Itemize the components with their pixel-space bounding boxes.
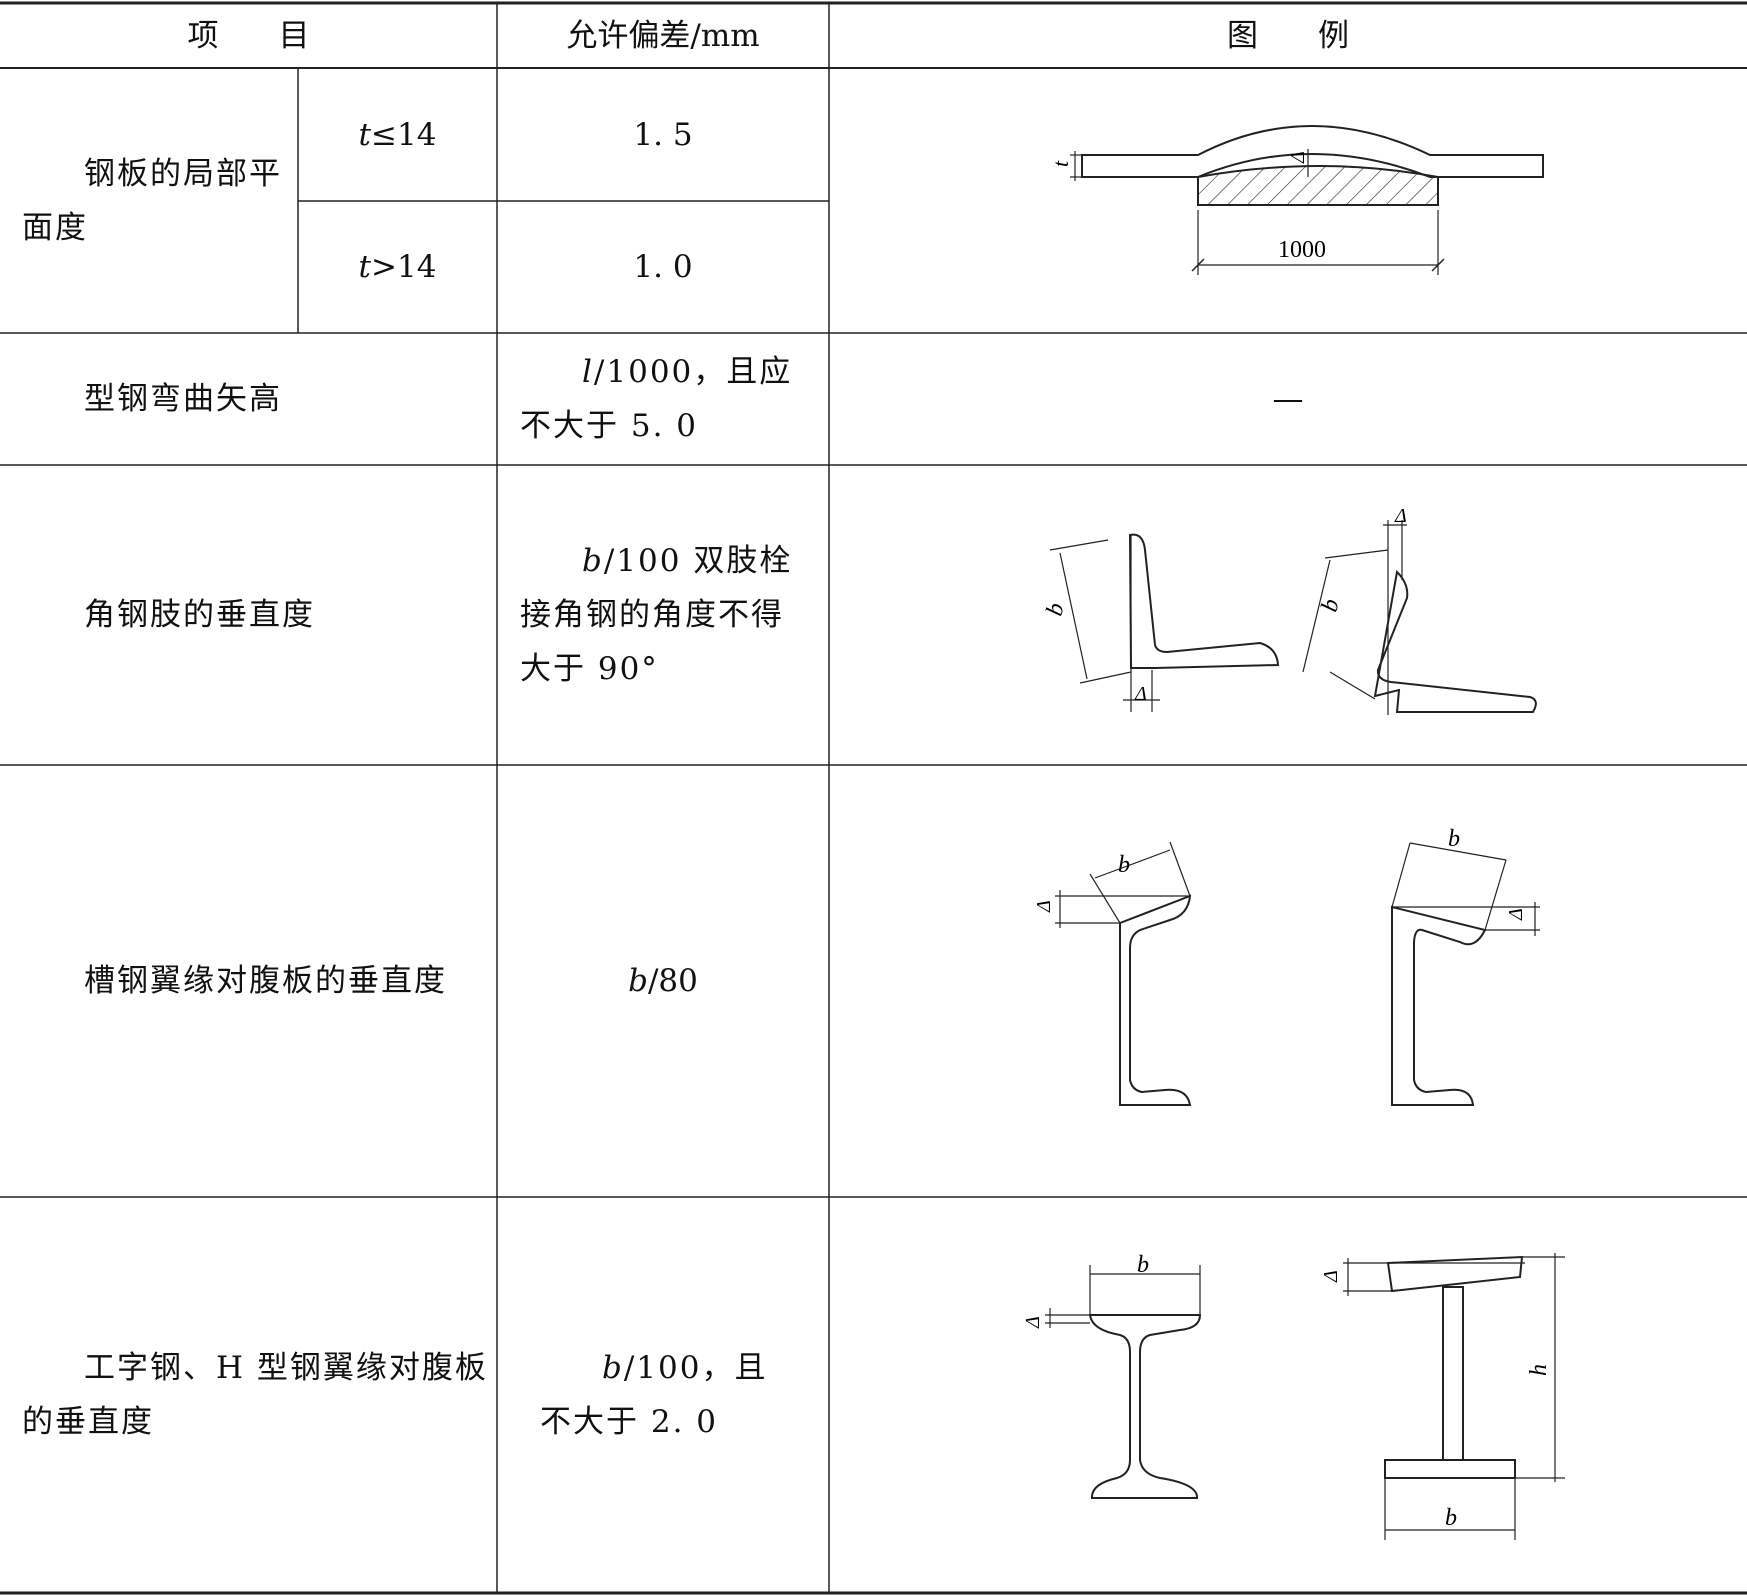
angle-steel-drawing: b Δ b Δ bbox=[1042, 505, 1537, 715]
angle-left-b-label: b bbox=[1042, 600, 1070, 618]
channel-right bbox=[1391, 905, 1487, 1106]
support-block bbox=[1197, 165, 1439, 206]
row1-cond-1-var: t bbox=[358, 116, 372, 153]
row3-item: 角钢肢的垂直度 bbox=[22, 465, 497, 765]
row3-tol-rest: /100 双肢栓接角钢的角度不得大于 90° bbox=[520, 543, 793, 687]
plate-flatness-figure: t Δ 1000 bbox=[1020, 115, 1560, 285]
i-beam-figure: b Δ Δ h b bbox=[1005, 1250, 1565, 1550]
angle-steel-figure: b Δ b Δ bbox=[1035, 500, 1555, 740]
row4-tol-rest: /80 bbox=[647, 963, 698, 999]
header-figure: 图例 bbox=[829, 3, 1747, 68]
h-beam-top-flange bbox=[1386, 1255, 1524, 1293]
header-item: 项目 bbox=[0, 3, 497, 68]
row4-item-text: 槽钢翼缘对腹板的垂直度 bbox=[84, 963, 447, 999]
header-item-char-2: 目 bbox=[278, 17, 310, 54]
i-beam-delta-label: Δ bbox=[1022, 1316, 1044, 1329]
dim-t-label: t bbox=[1048, 160, 1073, 167]
row4-tol: b/80 bbox=[497, 765, 829, 1197]
angle-right-b-label: b bbox=[1317, 596, 1345, 614]
row5-tol: b/100，且不大于 2. 0 bbox=[540, 1197, 790, 1593]
header-item-char-1: 项 bbox=[187, 17, 219, 54]
row5-tol-rest: /100，且不大于 2. 0 bbox=[540, 1350, 768, 1440]
delta-label: Δ bbox=[1287, 151, 1309, 164]
row2-tol: l/1000，且应不大于 5. 0 bbox=[520, 333, 810, 465]
row1-cond-1: t≤14 bbox=[298, 68, 497, 201]
row2-item-text: 型钢弯曲矢高 bbox=[84, 381, 282, 417]
angle-right-delta-label: Δ bbox=[1394, 505, 1407, 527]
row3-tol-text: b/100 双肢栓接角钢的角度不得大于 90° bbox=[520, 534, 810, 696]
row3-tol-var: b bbox=[582, 543, 604, 579]
channel-left-b-label: b bbox=[1118, 852, 1130, 878]
angle-right bbox=[1373, 569, 1537, 713]
row5-tol-var: b bbox=[602, 1350, 624, 1386]
row1-cond-2: t>14 bbox=[298, 201, 497, 333]
i-beam-b-label: b bbox=[1137, 1252, 1149, 1278]
h-beam-web bbox=[1442, 1286, 1464, 1461]
row4-item: 槽钢翼缘对腹板的垂直度 bbox=[22, 765, 497, 1197]
row1-tol-1: 1. 5 bbox=[633, 116, 693, 153]
row1-item: 钢板的局部平面度 bbox=[22, 68, 284, 333]
header-figure-char-1: 图 bbox=[1227, 17, 1258, 54]
span-label: 1000 bbox=[1278, 237, 1326, 263]
channel-right-b-label: b bbox=[1448, 826, 1460, 852]
row4-tol-var: b bbox=[628, 963, 648, 999]
row5-item: 工字钢、H 型钢翼缘对腹板的垂直度 bbox=[22, 1197, 490, 1593]
channel-left-delta-label: Δ bbox=[1033, 900, 1055, 913]
row1-cond-2-rest: >14 bbox=[371, 249, 437, 285]
i-beam-section bbox=[1088, 1314, 1202, 1499]
header-figure-char-2: 例 bbox=[1318, 17, 1349, 54]
channel-steel-drawing: b Δ b Δ bbox=[1033, 826, 1540, 1106]
angle-left-delta-label: Δ bbox=[1134, 683, 1147, 705]
row1-cond-2-var: t bbox=[358, 249, 372, 285]
channel-left bbox=[1119, 894, 1192, 1106]
bent-plate bbox=[1081, 125, 1544, 178]
angle-left bbox=[1128, 533, 1280, 669]
channel-steel-figure: b Δ b Δ bbox=[1030, 820, 1550, 1140]
i-beam-drawing: b Δ Δ h b bbox=[1022, 1252, 1565, 1540]
row5-item-text: 工字钢、H 型钢翼缘对腹板的垂直度 bbox=[22, 1350, 488, 1440]
row3-item-text: 角钢肢的垂直度 bbox=[84, 597, 315, 633]
header-tolerance: 允许偏差/mm bbox=[566, 17, 760, 54]
row2-item: 型钢弯曲矢高 bbox=[22, 333, 497, 465]
row2-tol-rest: /1000，且应不大于 5. 0 bbox=[520, 354, 793, 444]
h-beam-delta-label: Δ bbox=[1320, 1270, 1342, 1283]
row1-tol-2: 1. 0 bbox=[633, 249, 693, 285]
h-beam-h-label: h bbox=[1526, 1364, 1552, 1376]
row1-cond-1-rest: ≤14 bbox=[371, 116, 437, 153]
h-beam-b-label: b bbox=[1445, 1505, 1457, 1531]
h-beam-bottom-flange bbox=[1384, 1459, 1516, 1479]
row5-tol-text: b/100，且不大于 2. 0 bbox=[540, 1341, 790, 1449]
row2-tol-var: l bbox=[582, 354, 594, 390]
row3-tol: b/100 双肢栓接角钢的角度不得大于 90° bbox=[520, 465, 810, 765]
row1-item-text: 钢板的局部平面度 bbox=[22, 155, 282, 246]
plate-flatness-drawing: t Δ 1000 bbox=[1048, 125, 1544, 275]
row2-figure: — bbox=[1272, 381, 1304, 417]
channel-right-delta-label: Δ bbox=[1505, 908, 1527, 921]
row2-tol-text: l/1000，且应不大于 5. 0 bbox=[520, 345, 810, 453]
